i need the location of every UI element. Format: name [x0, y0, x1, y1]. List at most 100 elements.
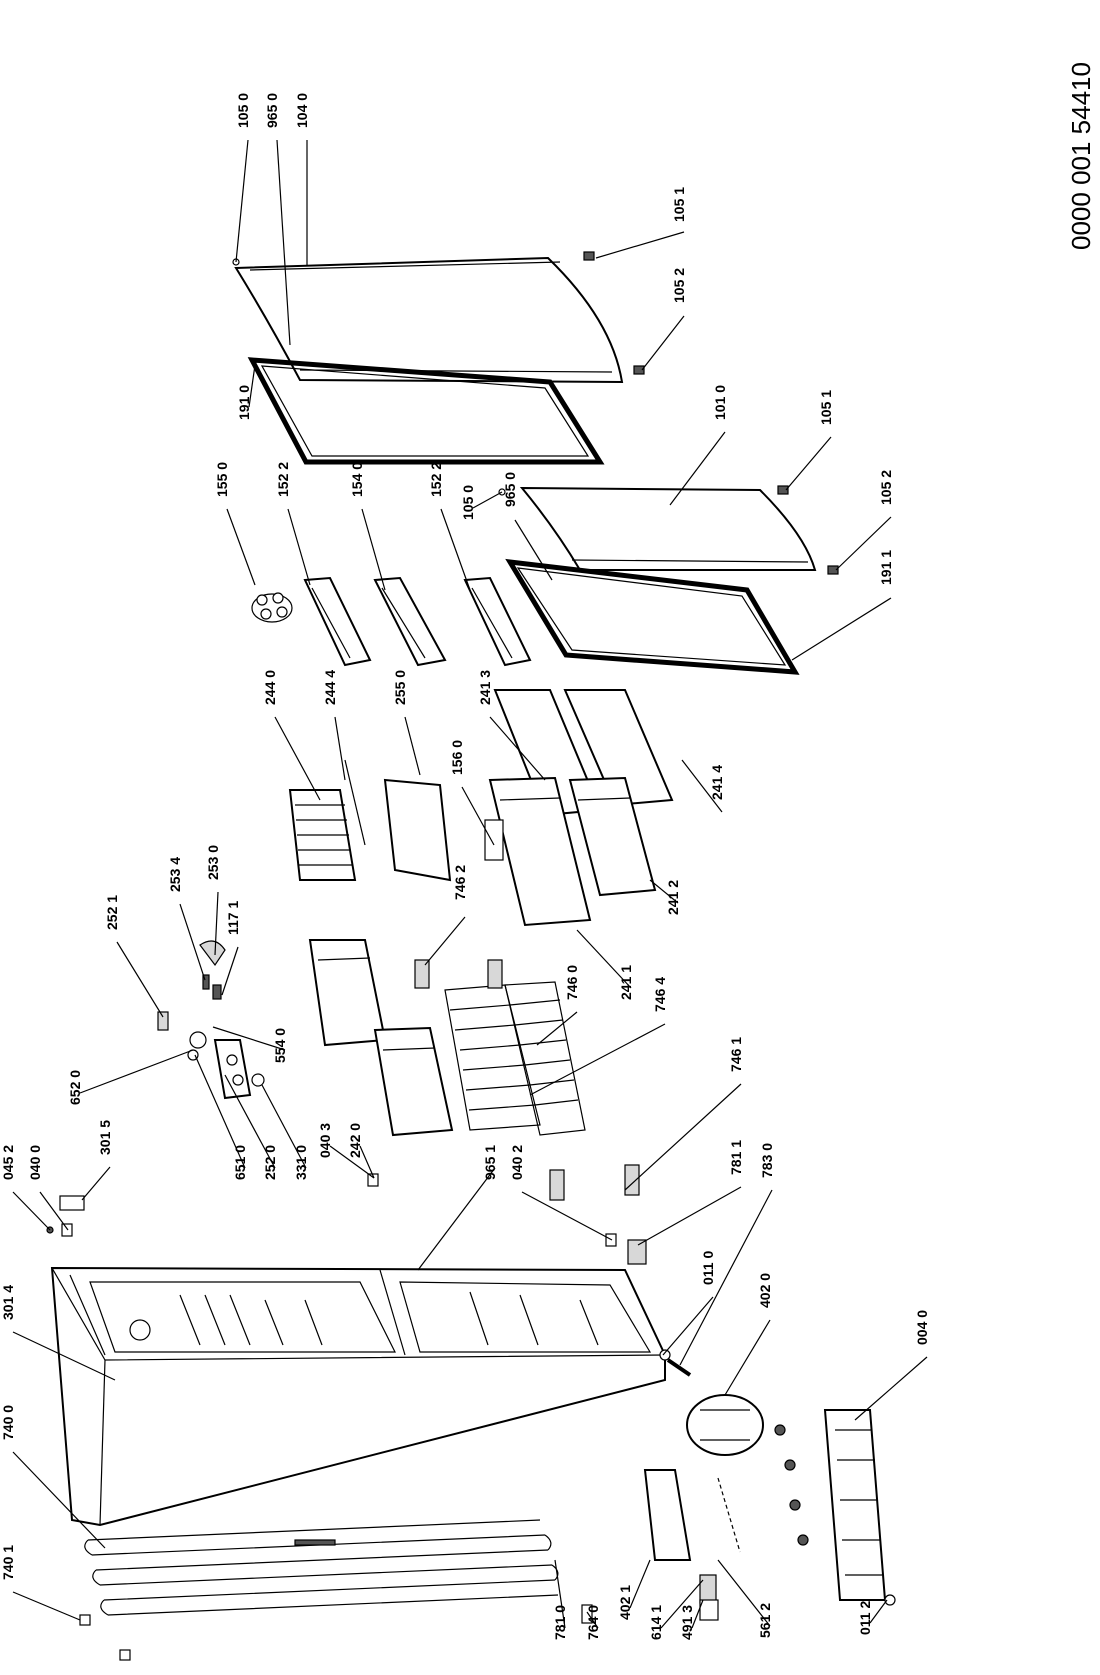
leader-p7400 [12, 1451, 106, 1549]
part-label-p0403: 040 3 [317, 1123, 333, 1158]
part-label-p9650b: 965 0 [502, 472, 518, 507]
leader-p4021 [629, 1559, 651, 1609]
leader-p0402 [521, 1191, 613, 1241]
leader-p2412 [649, 879, 679, 904]
part-label-p0400: 040 0 [27, 1145, 43, 1180]
part-label-p1171: 117 1 [225, 901, 241, 935]
crisper-cover-241-4 [563, 689, 674, 807]
part-label-p7460: 746 0 [564, 965, 580, 1000]
part-label-p2520: 252 0 [262, 1145, 278, 1180]
part-label-p6141: 614 1 [648, 1605, 664, 1640]
leader-p1171 [221, 946, 239, 996]
part-label-p7401: 740 1 [0, 1545, 16, 1580]
leader-p1540 [361, 508, 386, 591]
leader-p1010 [669, 431, 726, 506]
part-label-p3315: 301 5 [97, 1120, 113, 1155]
leader-p1911 [791, 597, 892, 661]
part-label-p1540: 154 0 [349, 462, 365, 497]
leader-p2521 [116, 941, 164, 1018]
bulb-253-4 [202, 974, 210, 990]
glass-shelf-255-0 [383, 778, 452, 882]
cabinet [50, 1266, 666, 1527]
leader-p7810 [554, 1559, 566, 1629]
freezer-drawer-upper [308, 939, 387, 1047]
relay-614-1 [699, 1574, 717, 1604]
part-label-p2411: 241 1 [618, 965, 634, 1000]
leader-p3315 [81, 1166, 111, 1201]
part-label-p2444: 244 4 [322, 670, 338, 705]
part-label-p1550: 155 0 [214, 462, 230, 497]
leader-p0403 [329, 1145, 375, 1179]
leader-p7464 [529, 1023, 666, 1096]
leader-p3014 [12, 1331, 116, 1381]
part-label-p2530: 253 0 [205, 845, 221, 880]
leader-p1052a [641, 315, 685, 371]
leader-p9651 [417, 1167, 496, 1271]
part-label-p1910a: 191 0 [236, 385, 252, 420]
part-label-p7464: 746 4 [652, 977, 668, 1012]
evaporator-746-0 [444, 984, 541, 1131]
part-label-p1911: 191 1 [878, 550, 894, 585]
leader-p3310 [261, 1084, 307, 1169]
part-label-p7640: 764 0 [585, 1605, 601, 1640]
foot-011-0 [659, 1349, 671, 1361]
condenser-740-0 [84, 1519, 559, 1616]
leader-p1052b [835, 516, 892, 571]
leader-p6510 [194, 1054, 246, 1169]
part-label-p2413: 241 3 [477, 670, 493, 705]
cable-561-2 [717, 1477, 741, 1553]
leader-p2414 [681, 759, 723, 813]
part-label-p1050b: 105 0 [460, 485, 476, 520]
part-label-p1560: 156 0 [449, 740, 465, 775]
evaporator-bracket-746-2-a [414, 959, 430, 989]
leader-p2534 [179, 903, 206, 981]
thermostat-housing-252-0 [213, 1039, 252, 1100]
part-label-p1522b: 152 2 [428, 462, 444, 497]
condenser-clip-740-1-a [79, 1614, 91, 1626]
leader-p1550 [226, 508, 256, 586]
crisper-drawer-241-1 [488, 776, 592, 927]
part-label-p6520: 652 0 [67, 1070, 83, 1105]
leader-p1050a [235, 139, 249, 263]
document-number: 0000 001 54410 [1066, 62, 1096, 250]
grommet-c [789, 1499, 801, 1511]
part-label-p1051a: 105 1 [671, 187, 687, 222]
leader-p2530 [214, 891, 219, 956]
leader-p1910a [248, 364, 256, 408]
lamp-cover-253-0 [199, 940, 226, 967]
tube-783-0 [666, 1358, 692, 1377]
compressor-base-plate-004-0 [823, 1409, 887, 1601]
grommet-b [784, 1459, 796, 1471]
lid-156-0 [484, 819, 504, 861]
leader-p9650b [514, 519, 553, 581]
leader-p0040 [854, 1356, 928, 1421]
compressor-402-0 [686, 1394, 764, 1456]
part-label-p3310: 331 0 [293, 1145, 309, 1180]
leader-p2413 [489, 716, 546, 781]
part-label-p9650a: 965 0 [264, 93, 280, 128]
part-label-p4913: 491 3 [679, 1605, 695, 1640]
crisper-drawer-241-2 [568, 776, 657, 897]
hinge-040-3 [367, 1173, 379, 1187]
upper-door [234, 256, 624, 384]
leader-p1051b [785, 436, 832, 491]
part-label-p7400: 740 0 [0, 1405, 16, 1440]
hinge-pin-105-2-top [633, 365, 645, 375]
leader-p2550 [404, 716, 421, 776]
leader-p0112 [869, 1599, 888, 1624]
drain-tube-781-0 [294, 1539, 336, 1546]
shelf-trim-244-4 [344, 759, 366, 846]
part-label-p2440: 244 0 [262, 670, 278, 705]
leader-p9650a [276, 139, 291, 346]
leader-p1050b [472, 491, 503, 509]
part-label-p7830: 783 0 [759, 1143, 775, 1178]
part-label-p9651: 965 1 [482, 1145, 498, 1180]
thermostat-652-0 [189, 1031, 207, 1049]
part-label-p0452: 045 2 [0, 1145, 16, 1180]
part-label-p1052a: 105 2 [671, 268, 687, 303]
leader-p7461 [624, 1083, 742, 1191]
lower-door-gasket [505, 558, 800, 675]
leader-p6141 [660, 1579, 704, 1629]
leader-p7811a [637, 1186, 742, 1246]
